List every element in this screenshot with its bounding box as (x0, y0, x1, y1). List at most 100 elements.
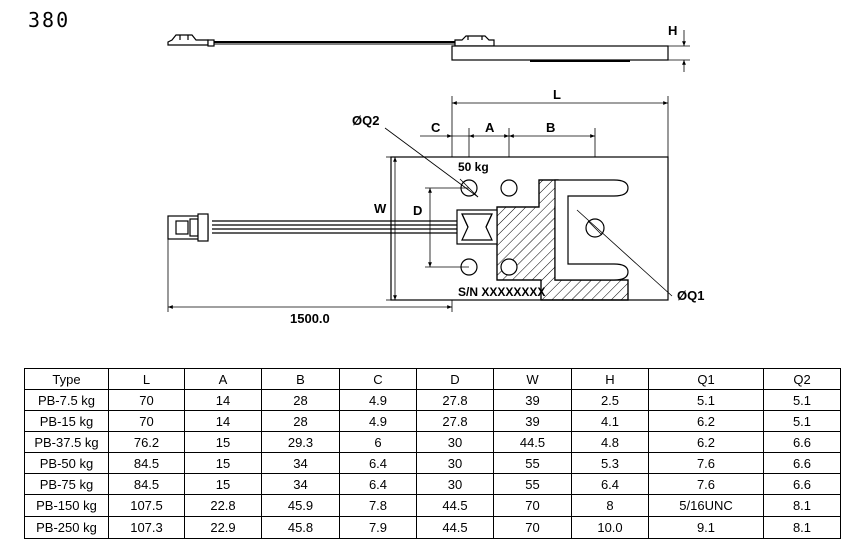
table-cell: 5.1 (763, 410, 841, 432)
dim-label-l: L (553, 87, 561, 102)
dim-label-d: D (413, 203, 422, 218)
table-cell: 29.3 (261, 431, 340, 453)
table-cell: 7.9 (339, 516, 417, 539)
column-header: H (571, 368, 649, 390)
table-cell: 6.4 (571, 473, 649, 495)
table-cell: 27.8 (416, 410, 494, 432)
top-view (167, 96, 673, 312)
table-cell: 55 (493, 473, 572, 495)
table-cell: 55 (493, 452, 572, 474)
table-cell: 6.2 (648, 431, 764, 453)
dim-label-c: C (431, 120, 441, 135)
table-cell: 10.0 (571, 516, 649, 539)
table-header-row: Type L A B C D W H Q1 Q2 (24, 368, 841, 390)
table-cell: 39 (493, 389, 572, 411)
table-cell: 45.9 (261, 494, 340, 517)
table-cell: 7.8 (339, 494, 417, 517)
table-cell: 70 (493, 516, 572, 539)
table-cell: 14 (184, 410, 262, 432)
capacity-marking: 50 kg (458, 160, 489, 174)
table-cell: 15 (184, 473, 262, 495)
table-cell: 28 (261, 389, 340, 411)
table-cell: 7.6 (648, 473, 764, 495)
table-cell: 7.6 (648, 452, 764, 474)
column-header: Type (24, 368, 109, 390)
table-cell: 70 (493, 494, 572, 517)
side-view (167, 30, 690, 72)
table-cell: 107.3 (108, 516, 185, 539)
table-cell: 27.8 (416, 389, 494, 411)
table-cell: 9.1 (648, 516, 764, 539)
table-cell: 5.3 (571, 452, 649, 474)
table-cell: 34 (261, 452, 340, 474)
table-cell: PB-7.5 kg (24, 389, 109, 411)
table-cell: 8.1 (763, 494, 841, 517)
serial-marking: S/N XXXXXXXX (458, 285, 545, 299)
table-row: PB-250 kg 107.3 22.9 45.8 7.9 44.5 70 10… (24, 516, 841, 539)
table-cell: PB-15 kg (24, 410, 109, 432)
table-cell: 8.1 (763, 516, 841, 539)
table-cell: PB-37.5 kg (24, 431, 109, 453)
table-cell: 70 (108, 410, 185, 432)
table-cell: 5/16UNC (648, 494, 764, 517)
table-cell: 22.8 (184, 494, 262, 517)
table-cell: 107.5 (108, 494, 185, 517)
table-cell: 44.5 (416, 516, 494, 539)
table-row: PB-50 kg 84.5 15 34 6.4 30 55 5.3 7.6 6.… (24, 452, 841, 474)
table-cell: 44.5 (416, 494, 494, 517)
table-cell: PB-250 kg (24, 516, 109, 539)
dim-label-q2: ØQ2 (352, 113, 379, 128)
load-cell-technical-drawing: H L ØQ2 C A B W D ØQ1 1500.0 50 kg S/N X… (167, 23, 704, 326)
table-row: PB-15 kg 70 14 28 4.9 27.8 39 4.1 6.2 5.… (24, 410, 841, 432)
table-cell: 30 (416, 473, 494, 495)
table-row: PB-75 kg 84.5 15 34 6.4 30 55 6.4 7.6 6.… (24, 473, 841, 495)
table-cell: 2.5 (571, 389, 649, 411)
column-header: C (339, 368, 417, 390)
table-row: PB-150 kg 107.5 22.8 45.9 7.8 44.5 70 8 … (24, 494, 841, 517)
table-cell: 4.9 (339, 389, 417, 411)
table-cell: 84.5 (108, 452, 185, 474)
table-cell: 84.5 (108, 473, 185, 495)
table-row: PB-37.5 kg 76.2 15 29.3 6 30 44.5 4.8 6.… (24, 431, 841, 453)
table-cell: 5.1 (648, 389, 764, 411)
column-header: A (184, 368, 262, 390)
table-cell: 34 (261, 473, 340, 495)
table-cell: 6.6 (763, 452, 841, 474)
table-cell: 70 (108, 389, 185, 411)
table-cell: 30 (416, 452, 494, 474)
column-header: L (108, 368, 185, 390)
table-cell: 6.2 (648, 410, 764, 432)
table-cell: 4.9 (339, 410, 417, 432)
dim-label-w: W (374, 201, 387, 216)
column-header: W (493, 368, 572, 390)
table-cell: 4.8 (571, 431, 649, 453)
table-cell: 30 (416, 431, 494, 453)
table-cell: 15 (184, 431, 262, 453)
dim-label-cable-length: 1500.0 (290, 311, 330, 326)
table-cell: 6.6 (763, 431, 841, 453)
dim-label-q1: ØQ1 (677, 288, 704, 303)
table-cell: 15 (184, 452, 262, 474)
dim-label-h: H (668, 23, 677, 38)
table-cell: 6 (339, 431, 417, 453)
table-row: PB-7.5 kg 70 14 28 4.9 27.8 39 2.5 5.1 5… (24, 389, 841, 411)
column-header: Q1 (648, 368, 764, 390)
dim-label-a: A (485, 120, 495, 135)
table-cell: 6.4 (339, 473, 417, 495)
column-header: D (416, 368, 494, 390)
table-cell: 4.1 (571, 410, 649, 432)
table-cell: PB-150 kg (24, 494, 109, 517)
specification-table: Type L A B C D W H Q1 Q2 PB-7.5 kg 70 14… (24, 368, 841, 539)
table-cell: 22.9 (184, 516, 262, 539)
table-cell: 8 (571, 494, 649, 517)
table-cell: 45.8 (261, 516, 340, 539)
table-cell: PB-50 kg (24, 452, 109, 474)
table-cell: 14 (184, 389, 262, 411)
dim-label-b: B (546, 120, 555, 135)
table-cell: 28 (261, 410, 340, 432)
column-header: Q2 (763, 368, 841, 390)
table-cell: PB-75 kg (24, 473, 109, 495)
page-number: 380 (28, 8, 71, 32)
table-cell: 6.4 (339, 452, 417, 474)
table-cell: 6.6 (763, 473, 841, 495)
